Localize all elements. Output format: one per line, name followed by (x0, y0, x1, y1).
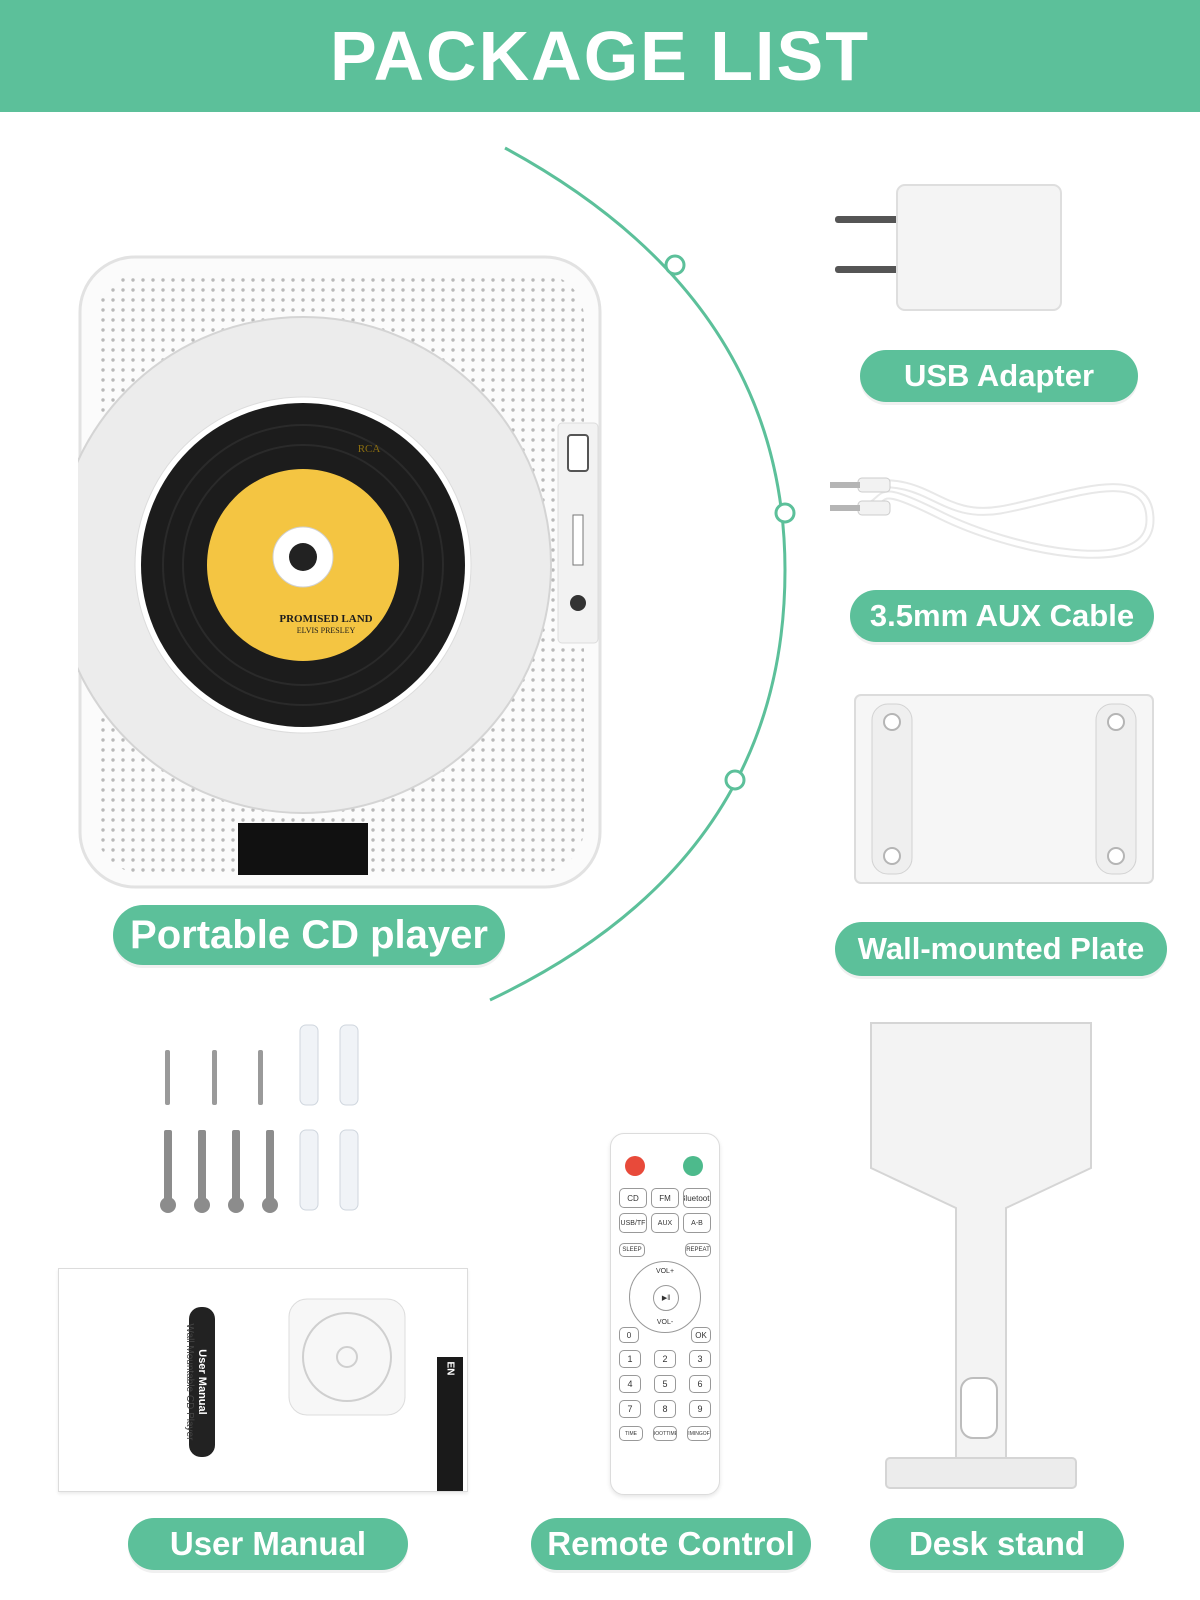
remote-vol-up[interactable]: VOL+ (655, 1268, 675, 1275)
remote-key[interactable]: AUX (651, 1213, 679, 1233)
usb-adapter-image (835, 184, 1062, 311)
remote-control-label: Remote Control (531, 1518, 811, 1570)
remote-key[interactable]: 3 (689, 1350, 711, 1368)
power-icon (625, 1156, 645, 1176)
remote-key[interactable]: 8 (654, 1400, 676, 1418)
remote-key[interactable]: 4 (619, 1375, 641, 1393)
wall-plate-image (854, 694, 1154, 884)
aux-cable-image (830, 477, 1155, 559)
wall-plate-label: Wall-mounted Plate (835, 922, 1167, 976)
desk-stand-image (870, 1022, 1092, 1489)
user-manual-image: User Manual Wall Mountable CD Player EN (58, 1268, 468, 1492)
remote-key[interactable]: 6 (689, 1375, 711, 1393)
remote-key[interactable]: 0 (619, 1327, 639, 1343)
remote-key[interactable]: TIME (619, 1426, 643, 1441)
page-title: PACKAGE LIST (330, 17, 870, 95)
remote-key[interactable]: TIMINGOFF (687, 1426, 711, 1441)
disc-title: PROMISED LAND (279, 613, 373, 625)
remote-key[interactable]: 2 (654, 1350, 676, 1368)
remote-key[interactable]: USB/TF (619, 1213, 647, 1233)
play-pause-icon[interactable]: ▶‖ (653, 1285, 679, 1311)
remote-key[interactable]: BOOTTIME (653, 1426, 677, 1441)
remote-key[interactable]: A-B (683, 1213, 711, 1233)
desk-stand-label: Desk stand (870, 1518, 1124, 1570)
cd-player-label: Portable CD player (113, 905, 505, 965)
usb-adapter-label: USB Adapter (860, 350, 1138, 402)
manual-subheading: Wall Mountable CD Player (184, 1323, 195, 1441)
disc-artist: ELVIS PRESLEY (296, 626, 356, 635)
cd-player-image: PROMISED LAND ELVIS PRESLEY RCA (78, 255, 608, 895)
aux-cable-label: 3.5mm AUX Cable (850, 590, 1154, 642)
remote-key[interactable]: SLEEP (619, 1243, 645, 1257)
user-manual-label: User Manual (128, 1518, 408, 1570)
remote-key[interactable]: 1 (619, 1350, 641, 1368)
manual-lang-tab: EN (444, 1361, 456, 1376)
remote-key[interactable]: Bluetooth (683, 1188, 711, 1208)
remote-vol-down[interactable]: VOL- (656, 1319, 674, 1326)
screws-image (160, 1024, 359, 1213)
remote-key[interactable]: FM (651, 1188, 679, 1208)
remote-key[interactable]: CD (619, 1188, 647, 1208)
disc-brand: RCA (357, 443, 381, 455)
mute-icon (683, 1156, 703, 1176)
remote-key[interactable]: 7 (619, 1400, 641, 1418)
remote-key[interactable]: 5 (654, 1375, 676, 1393)
header-banner: PACKAGE LIST (0, 0, 1200, 112)
remote-dpad[interactable]: VOL+ VOL- ▶‖ (629, 1261, 701, 1333)
remote-key[interactable]: REPEAT (685, 1243, 711, 1257)
remote-key[interactable]: 9 (689, 1400, 711, 1418)
remote-key[interactable]: OK (691, 1327, 711, 1343)
